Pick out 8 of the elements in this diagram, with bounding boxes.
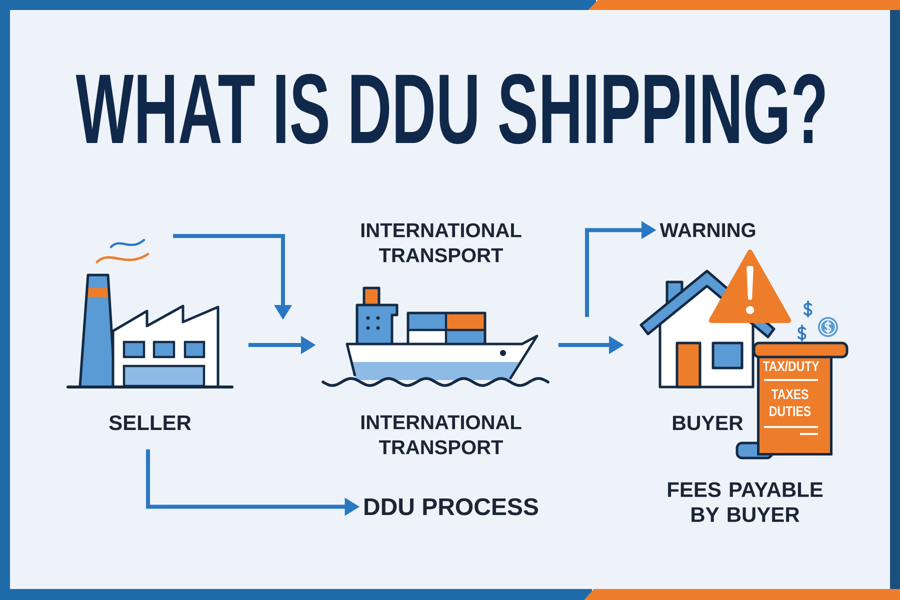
- scroll-text: TAXES DUTIES: [770, 389, 811, 416]
- node-label: BUYER: [673, 416, 743, 430]
- node-label: INTERNATIONAL TRANSPORT: [361, 415, 522, 454]
- node-label: SELLER: [109, 415, 191, 430]
- scroll-heading: TAX/DUTY: [762, 360, 820, 372]
- caption: FEES PAYABLE BY BUYER: [668, 482, 823, 522]
- node-label: INTERNATIONAL TRANSPORT: [361, 223, 522, 262]
- title: WHAT IS DDU SHIPPING?: [76, 74, 825, 144]
